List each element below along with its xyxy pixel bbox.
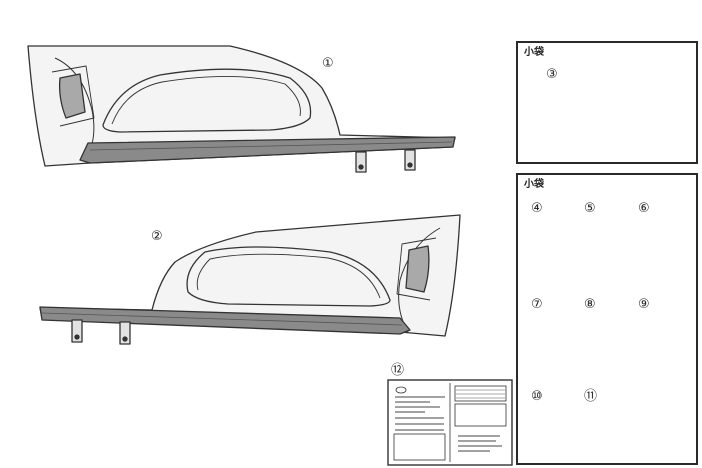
part-label-2: ② (151, 229, 163, 244)
part-label-4: ④ (531, 201, 543, 216)
lip-lower-edge (41, 312, 403, 326)
panel-upper-opening (102, 68, 312, 133)
panel-lower-inner-line (398, 227, 441, 333)
part-label-3: ③ (546, 67, 558, 82)
vent-lower (405, 245, 430, 293)
part-label-1: ① (322, 56, 334, 71)
bumper-panel-upper (27, 45, 456, 173)
small-bag-box-top: 小袋 (516, 41, 698, 164)
part-label-8: ⑧ (584, 297, 596, 312)
panel-upper-body (27, 45, 456, 167)
vent-upper (58, 73, 86, 119)
panel-upper-opening-inner (111, 76, 301, 125)
instruction-manual (387, 379, 513, 466)
part-label-12: ⑫ (391, 363, 405, 378)
lip-upper (79, 136, 456, 164)
part-label-11: ⑪ (584, 389, 598, 404)
panel-lower-opening (186, 246, 391, 307)
vent-upper-frame (51, 65, 95, 127)
part-label-7: ⑦ (531, 297, 543, 312)
box-caption-bottom: 小袋 (524, 179, 544, 190)
vent-lower-frame (396, 237, 437, 301)
panel-lower-opening-inner (196, 253, 381, 299)
part-label-6: ⑥ (638, 201, 650, 216)
lip-lower (39, 306, 411, 335)
bumper-panel-lower (39, 214, 461, 345)
lip-upper-edge (89, 141, 453, 151)
part-label-10: ⑩ (531, 389, 543, 404)
part-label-9: ⑨ (638, 297, 650, 312)
small-bag-box-bottom: 小袋 (516, 173, 698, 465)
part-label-5: ⑤ (584, 201, 596, 216)
box-caption-top: 小袋 (524, 47, 544, 58)
